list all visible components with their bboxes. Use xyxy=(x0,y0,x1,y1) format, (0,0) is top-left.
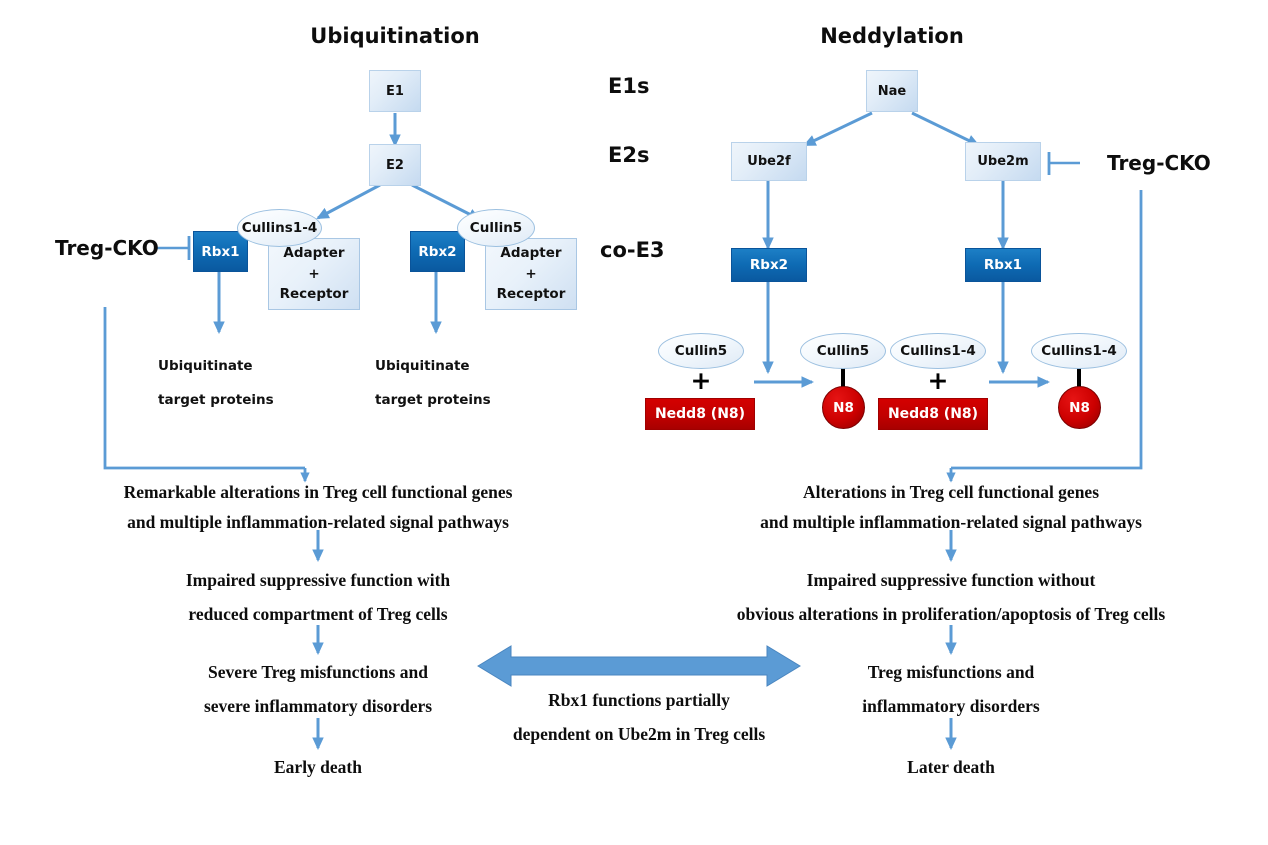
arrow-nae-to-ube2m xyxy=(911,111,980,147)
node-e1[interactable]: E1 xyxy=(369,70,421,112)
arrow-e2-to-cullins14 xyxy=(316,183,381,220)
bridge-caption-line-1: Rbx1 functions partially xyxy=(548,690,730,710)
node-substrate-cullins1-4[interactable]: Cullins1-4 xyxy=(890,333,986,369)
left-outcome-line-5: Severe Treg misfunctions and xyxy=(208,662,428,682)
output-ubiquitinate-right-line2: target proteins xyxy=(375,392,491,408)
left-outcome-early-death: Early death xyxy=(274,757,362,777)
stage-label-e2s: E2s xyxy=(608,143,650,167)
left-outcome-line-3: Impaired suppressive function with xyxy=(185,570,451,590)
label-treg-cko-neddylation: Treg-CKO xyxy=(1107,151,1211,175)
node-rbx2-neddylation[interactable]: Rbx2 xyxy=(731,248,807,282)
adapter-plus-right: + xyxy=(525,265,537,282)
label-treg-cko-ubiquitination: Treg-CKO xyxy=(55,236,159,260)
plus-sign-right: + xyxy=(927,366,949,395)
right-outcome-line-1: Alterations in Treg cell functional gene… xyxy=(802,482,1100,502)
right-outcome-line-2: and multiple inflammation-related signal… xyxy=(760,512,1142,532)
output-ubiquitinate-right-line1: Ubiquitinate xyxy=(375,358,470,374)
node-rbx1-neddylation[interactable]: Rbx1 xyxy=(965,248,1041,282)
elbow-left-to-outcome xyxy=(103,307,305,470)
right-outcome-later-death: Later death xyxy=(907,757,995,777)
title-ubiquitination: Ubiquitination xyxy=(310,24,480,48)
node-e2[interactable]: E2 xyxy=(369,144,421,186)
adapter-plus-left: + xyxy=(308,265,320,282)
output-ubiquitinate-left-line2: target proteins xyxy=(158,392,274,408)
node-nedd8-right[interactable]: Nedd8 (N8) xyxy=(878,398,988,430)
node-rbx2-ubiquitination[interactable]: Rbx2 xyxy=(410,231,465,272)
output-ubiquitinate-left-line1: Ubiquitinate xyxy=(158,358,253,374)
node-substrate-cullin5[interactable]: Cullin5 xyxy=(658,333,744,369)
right-outcome-line-3: Impaired suppressive function without xyxy=(806,570,1096,590)
stage-label-e1s: E1s xyxy=(608,74,650,98)
node-product-cullin5[interactable]: Cullin5 xyxy=(800,333,886,369)
adapter-receptor-box-right: Adapter + Receptor xyxy=(485,238,577,310)
stage-label-co-e3: co-E3 xyxy=(600,238,665,262)
node-ube2f[interactable]: Ube2f xyxy=(731,142,807,181)
receptor-label-left: Receptor xyxy=(279,286,349,303)
adapter-label-left: Adapter xyxy=(283,244,345,261)
right-outcome-line-5: Treg misfunctions and xyxy=(867,662,1035,682)
plus-sign-left: + xyxy=(690,366,712,395)
elbow-right-to-outcome xyxy=(951,190,1143,470)
node-rbx1-ubiquitination[interactable]: Rbx1 xyxy=(193,231,248,272)
bridge-caption-line-2: dependent on Ube2m in Treg cells xyxy=(512,724,766,744)
node-product-cullins1-4[interactable]: Cullins1-4 xyxy=(1031,333,1127,369)
node-nedd8-left[interactable]: Nedd8 (N8) xyxy=(645,398,755,430)
left-outcome-line-4: reduced compartment of Treg cells xyxy=(188,604,448,624)
adapter-receptor-box-left: Adapter + Receptor xyxy=(268,238,360,310)
left-outcome-line-6: severe inflammatory disorders xyxy=(203,696,433,716)
adapter-label-right: Adapter xyxy=(500,244,562,261)
bridge-double-arrow xyxy=(477,645,801,687)
arrow-e2-to-cullin5 xyxy=(411,183,481,221)
left-outcome-line-1: Remarkable alterations in Treg cell func… xyxy=(123,482,513,502)
right-outcome-line-6: inflammatory disorders xyxy=(862,696,1040,716)
title-neddylation: Neddylation xyxy=(820,24,964,48)
node-n8-tag-left[interactable]: N8 xyxy=(822,386,865,429)
node-n8-tag-right[interactable]: N8 xyxy=(1058,386,1101,429)
right-outcome-line-4: obvious alterations in proliferation/apo… xyxy=(736,604,1166,624)
node-ube2m[interactable]: Ube2m xyxy=(965,142,1041,181)
left-outcome-line-2: and multiple inflammation-related signal… xyxy=(127,512,509,532)
arrow-nae-to-ube2f xyxy=(803,111,873,147)
node-nae[interactable]: Nae xyxy=(866,70,918,112)
node-cullins1-4-ubiquitination[interactable]: Cullins1-4 xyxy=(237,209,322,247)
node-cullin5-ubiquitination[interactable]: Cullin5 xyxy=(457,209,535,247)
receptor-label-right: Receptor xyxy=(496,286,566,303)
